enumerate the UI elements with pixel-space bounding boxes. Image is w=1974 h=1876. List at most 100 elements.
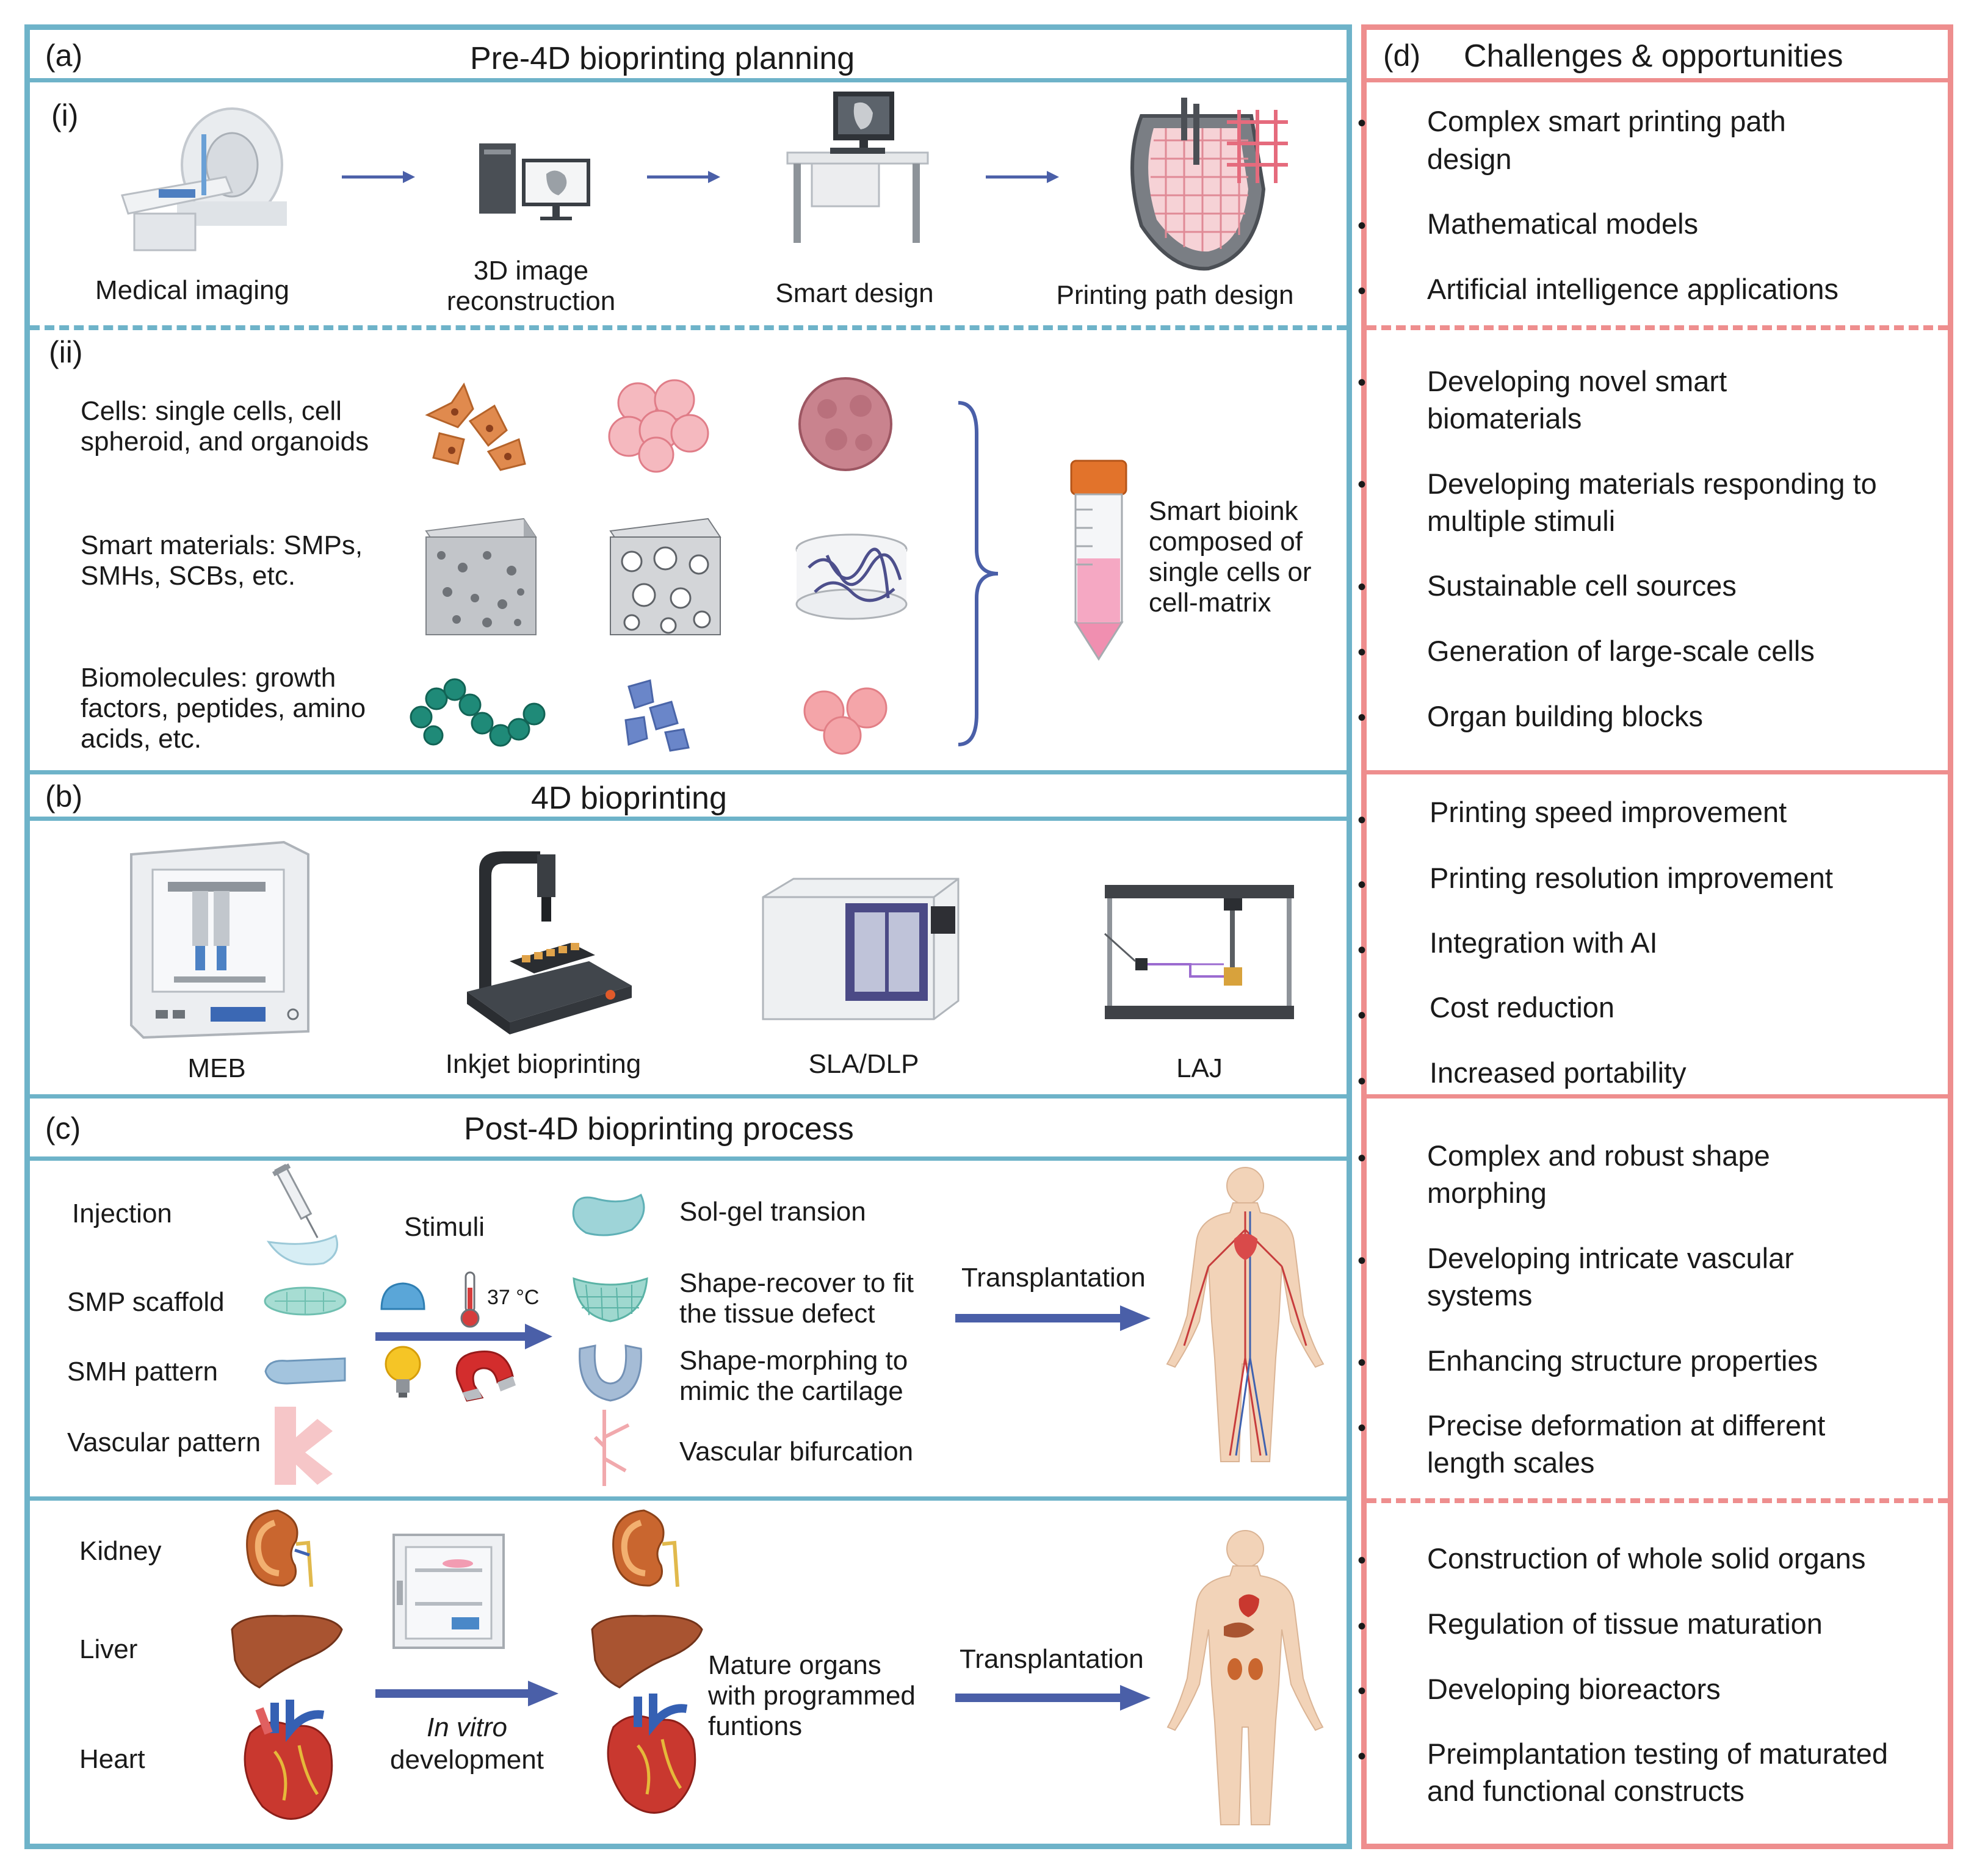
challenge-ai-applications: Artificial intelligence applications [1427,273,1839,305]
transplantation-label-lower: Transplantation [960,1644,1144,1674]
in-vitro-arrow-icon [375,1681,559,1706]
bioink-label-1: Smart bioink [1149,496,1298,526]
panel-a-dashed-divider [30,325,1347,330]
transplant-arrow-icon [955,1685,1151,1711]
mature-kidney-icon [612,1509,679,1587]
bullet-dot: • [1358,937,1367,964]
human-body-vascular-icon [1166,1167,1325,1462]
panel-b-top-divider [24,770,1352,774]
panel-c-tag: (c) [45,1111,81,1145]
bullet-dot: • [1358,110,1367,137]
input-vascular-pattern: Vascular pattern [67,1427,261,1457]
printer-meb-label: MEB [187,1053,246,1083]
output-shape-recover-2: the tissue defect [679,1299,875,1329]
medical-imaging-icon [121,107,287,251]
bullet-dot: • [1358,807,1367,834]
stimuli-label: Stimuli [404,1212,485,1242]
panel-d-title: Challenges & opportunities [1464,38,1843,74]
challenge-shape-morphing-1: Complex and robust shape [1427,1139,1770,1172]
magnet-icon [455,1351,516,1402]
mature-heart-icon [607,1694,696,1814]
left-panel-frame [24,24,1352,1849]
transplantation-label-upper: Transplantation [961,1263,1146,1293]
challenge-print-speed: Printing speed improvement [1430,796,1787,828]
printer-laj-label: LAJ [1176,1053,1223,1083]
organ-liver-label: Liver [79,1634,138,1664]
light-bulb-icon [385,1346,421,1398]
bullet-dot: • [1358,369,1367,396]
step-3d-reconstruction-line2: reconstruction [446,286,616,316]
output-vascular-bifurcation: Vascular bifurcation [679,1437,914,1467]
panel-d-dashed-divider-1 [1367,325,1948,330]
printer-inkjet-label: Inkjet bioprinting [445,1049,642,1079]
bullet-dot: • [1358,212,1367,239]
panel-c-top-divider [24,1094,1352,1099]
panel-a-title: Pre-4D bioprinting planning [470,41,855,76]
arrow-icon [647,171,720,183]
mature-liver-icon [591,1615,703,1689]
amino-acid-spheres-icon [803,687,888,755]
peptide-icon [624,679,690,752]
input-smh-pattern: SMH pattern [67,1357,218,1387]
right-panel-frame [1361,24,1953,1849]
mature-organs-label-1: Mature organs [708,1650,881,1680]
growth-factor-chain-icon [410,678,546,747]
bullet-dot: • [1358,278,1367,305]
sol-gel-shape-icon [572,1193,645,1236]
challenge-organ-blocks: Organ building blocks [1427,700,1703,732]
smp-scaffold-icon [264,1286,347,1316]
bullet-dot: • [1358,471,1367,498]
cells-row-label-1: Cells: single cells, cell [81,396,342,426]
challenge-structure-properties: Enhancing structure properties [1427,1344,1818,1377]
arrow-icon [986,171,1059,183]
mature-organs-label-3: funtions [708,1711,803,1741]
smh-cube-icon [609,518,721,635]
organ-heart-label: Heart [79,1744,145,1774]
challenge-tissue-maturation: Regulation of tissue maturation [1427,1607,1823,1640]
bullet-dot: • [1358,871,1367,898]
shape-recover-mesh-icon [573,1277,648,1322]
arrow-icon [342,171,415,183]
challenge-novel-biomaterials-2: biomaterials [1427,402,1582,435]
printer-sla-dlp-label: SLA/DLP [808,1049,919,1079]
in-vitro-label: In vitro [426,1712,508,1742]
materials-row-label-1: Smart materials: SMPs, [81,530,363,560]
bullet-dot: • [1358,639,1367,666]
challenge-novel-biomaterials-1: Developing novel smart [1427,365,1727,397]
stimuli-arrow-icon [375,1324,552,1349]
bioink-label-3: single cells or [1149,557,1312,587]
materials-row-label-2: SMHs, SCBs, etc. [81,561,296,591]
bullet-dot: • [1358,1415,1367,1441]
cartilage-shape-icon [579,1344,642,1402]
panel-b-tag: (b) [45,779,83,814]
challenge-bioreactors: Developing bioreactors [1427,1673,1721,1705]
panel-c-title: Post-4D bioprinting process [464,1111,854,1147]
bracket-icon [958,401,999,746]
scb-cylinder-icon [795,533,908,620]
challenge-multi-stimuli-1: Developing materials responding to [1427,467,1877,500]
challenge-whole-organs: Construction of whole solid organs [1427,1542,1866,1575]
challenge-large-scale-cells: Generation of large-scale cells [1427,635,1815,667]
challenge-print-resolution: Printing resolution improvement [1430,862,1833,894]
step-smart-design: Smart design [775,278,934,308]
input-smp-scaffold: SMP scaffold [67,1287,225,1317]
bullet-dot: • [1358,1678,1367,1705]
organoid-icon [798,377,892,471]
vascular-pattern-icon [275,1407,333,1485]
challenge-precise-deformation-1: Precise deformation at different [1427,1409,1826,1441]
workstation-desk-icon [786,92,929,243]
panel-c-inner-divider [24,1496,1352,1501]
challenge-ai-integration: Integration with AI [1430,926,1658,959]
panel-d-divider-3 [1361,1094,1953,1099]
bioink-tube-icon [1070,460,1127,661]
incubator-icon [392,1534,505,1649]
challenge-portability: Increased portability [1430,1056,1687,1089]
laj-printer-icon [1104,885,1294,1019]
bullet-dot: • [1358,1002,1367,1029]
challenge-vascular-systems-1: Developing intricate vascular [1427,1242,1794,1274]
meb-printer-icon [130,840,309,1039]
input-injection: Injection [72,1199,172,1228]
challenge-shape-morphing-2: morphing [1427,1177,1547,1209]
challenge-cell-sources: Sustainable cell sources [1427,569,1737,602]
biomolecules-row-label-3: acids, etc. [81,724,202,754]
